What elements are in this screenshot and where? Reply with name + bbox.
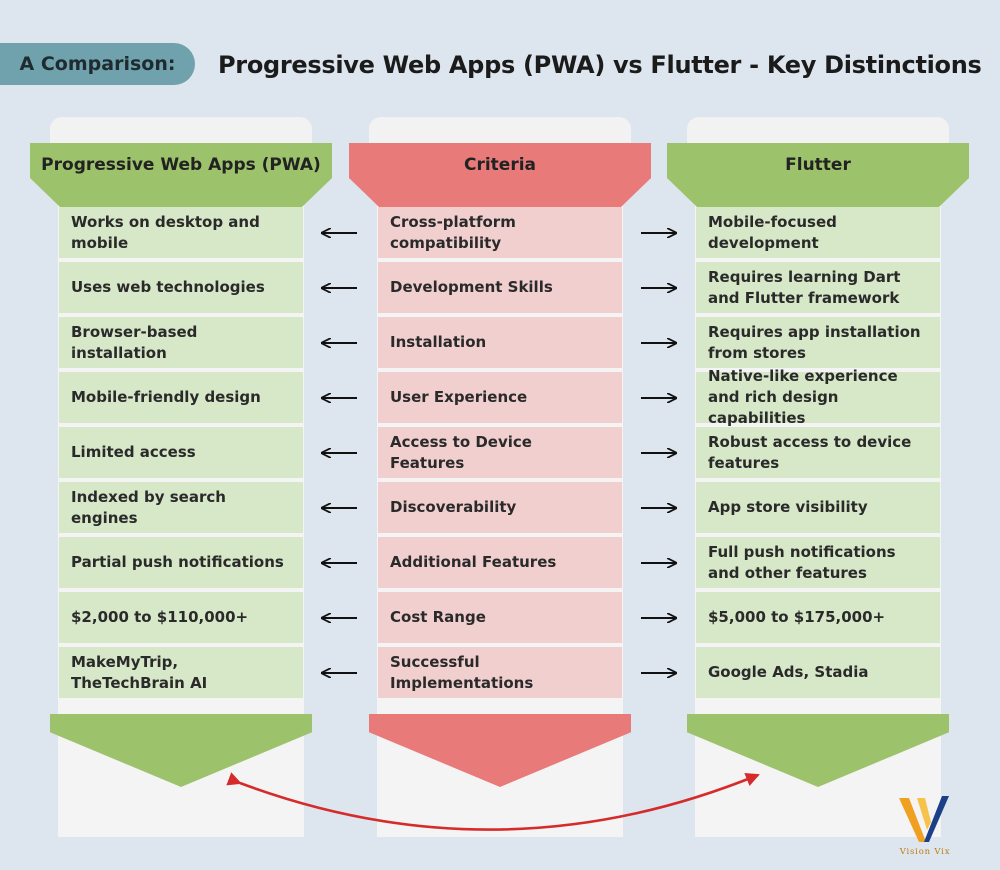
criteria-item: Successful Implementations [378, 647, 622, 698]
flutter-item: Google Ads, Stadia [696, 647, 940, 698]
criteria-item: Installation [378, 317, 622, 368]
criteria-item: Discoverability [378, 482, 622, 533]
criteria-item: Cross-platform compatibility [378, 207, 622, 258]
criteria-item: Development Skills [378, 262, 622, 313]
curved-double-arrow-icon [226, 772, 760, 831]
flutter-item: Full push notifications and other featur… [696, 537, 940, 588]
criteria-column-header: Criteria [349, 143, 651, 213]
pwa-item: Browser-based installation [59, 317, 303, 368]
pwa-item: $2,000 to $110,000+ [59, 592, 303, 643]
logo-text: Vision Vix [899, 847, 951, 857]
flutter-item: $5,000 to $175,000+ [696, 592, 940, 643]
comparison-badge: A Comparison: [0, 43, 195, 85]
left-arrows [322, 233, 357, 673]
flutter-column-top [687, 117, 949, 147]
pwa-item: Mobile-friendly design [59, 372, 303, 423]
pwa-item: Indexed by search engines [59, 482, 303, 533]
criteria-item: User Experience [378, 372, 622, 423]
pwa-item: MakeMyTrip, TheTechBrain AI [59, 647, 303, 698]
page-title: Progressive Web Apps (PWA) vs Flutter - … [218, 51, 982, 79]
flutter-column-header: Flutter [667, 143, 969, 213]
vision-vix-logo-icon: Vision Vix [899, 796, 951, 857]
criteria-column-top [369, 117, 631, 147]
pwa-item: Partial push notifications [59, 537, 303, 588]
criteria-item: Additional Features [378, 537, 622, 588]
flutter-item: Robust access to device features [696, 427, 940, 478]
criteria-item: Cost Range [378, 592, 622, 643]
criteria-item: Access to Device Features [378, 427, 622, 478]
pwa-item: Uses web technologies [59, 262, 303, 313]
right-arrows [641, 233, 676, 673]
pwa-item: Works on desktop and mobile [59, 207, 303, 258]
flutter-item: Requires learning Dart and Flutter frame… [696, 262, 940, 313]
flutter-item: Native-like experience and rich design c… [696, 367, 940, 427]
pwa-column-header: Progressive Web Apps (PWA) [30, 143, 332, 213]
flutter-item: App store visibility [696, 482, 940, 533]
vision-vix-logo: Vision Vix [893, 792, 957, 858]
pwa-column-top [50, 117, 312, 147]
pwa-item: Limited access [59, 427, 303, 478]
flutter-item: Mobile-focused development [696, 207, 940, 258]
flutter-item: Requires app installation from stores [696, 317, 940, 368]
